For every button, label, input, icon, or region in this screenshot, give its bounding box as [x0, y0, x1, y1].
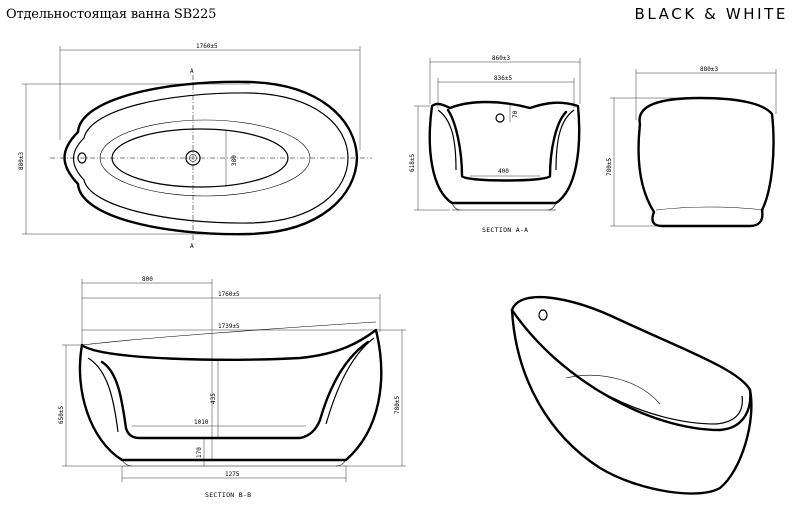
section-b-inner [100, 340, 370, 440]
top-view: 1760±5 880±3 380 A A [18, 43, 372, 250]
section-b-bottom-label: 1010 [194, 419, 209, 426]
section-b-depth-label: 435 [210, 393, 217, 404]
section-a-inner-wall [437, 109, 575, 171]
page-title: Отдельностоящая ванна SB225 [6, 7, 217, 22]
drain-icon [185, 150, 201, 166]
section-b-drain-label: 800 [142, 276, 153, 283]
section-b-floor-label: 1275 [225, 471, 240, 478]
perspective-rim [510, 308, 752, 432]
section-b-height-left-label: 650±5 [58, 406, 65, 424]
section-b-label: SECTION B-B [205, 491, 251, 499]
section-b-height-right-label: 780±5 [394, 396, 401, 414]
section-b-wall-right [325, 337, 375, 425]
section-a-overflow-label: 70 [512, 110, 519, 118]
top-inner-label: 380 [231, 155, 238, 166]
perspective-outer-shell [510, 295, 753, 495]
section-b-wall-left [87, 357, 119, 433]
section-a-bottom-label: 400 [498, 168, 509, 175]
section-b: 800 1760±5 1739±5 780±5 650±5 435 1010 1… [58, 276, 406, 499]
section-a-inner [446, 108, 568, 182]
top-inner-rim [72, 92, 349, 224]
brand-logo: BLACK & WHITE [634, 5, 788, 23]
section-b-length-label: 1760±5 [218, 291, 240, 298]
section-a-outer-label: 860±3 [492, 55, 510, 62]
section-b-rim [81, 321, 377, 346]
section-a: 860±3 836±5 618±5 400 70 SECTION A-A [409, 55, 581, 234]
side-view: 880±3 780±5 [606, 66, 777, 228]
top-length-label: 1760±5 [196, 43, 218, 50]
side-height-label: 780±5 [606, 158, 613, 176]
section-a-inner-label: 836±5 [494, 75, 512, 82]
section-a-height-label: 618±5 [409, 154, 416, 172]
section-a-outer [428, 100, 581, 205]
svg-text:A: A [190, 68, 194, 75]
overflow-icon [77, 152, 87, 164]
side-width-label: 880±3 [700, 66, 718, 73]
top-width-label: 880±3 [18, 152, 25, 170]
section-a-label: SECTION A-A [482, 226, 528, 234]
section-b-drain-height-label: 170 [196, 447, 203, 458]
overflow-icon [495, 113, 505, 123]
perspective-inner-rim [519, 319, 743, 425]
section-b-rim-label: 1739±5 [218, 323, 240, 330]
svg-text:A: A [190, 243, 194, 250]
perspective-basin [565, 375, 661, 405]
overflow-icon [538, 309, 548, 321]
perspective-view [510, 295, 753, 495]
drain-inner-icon [189, 154, 197, 162]
